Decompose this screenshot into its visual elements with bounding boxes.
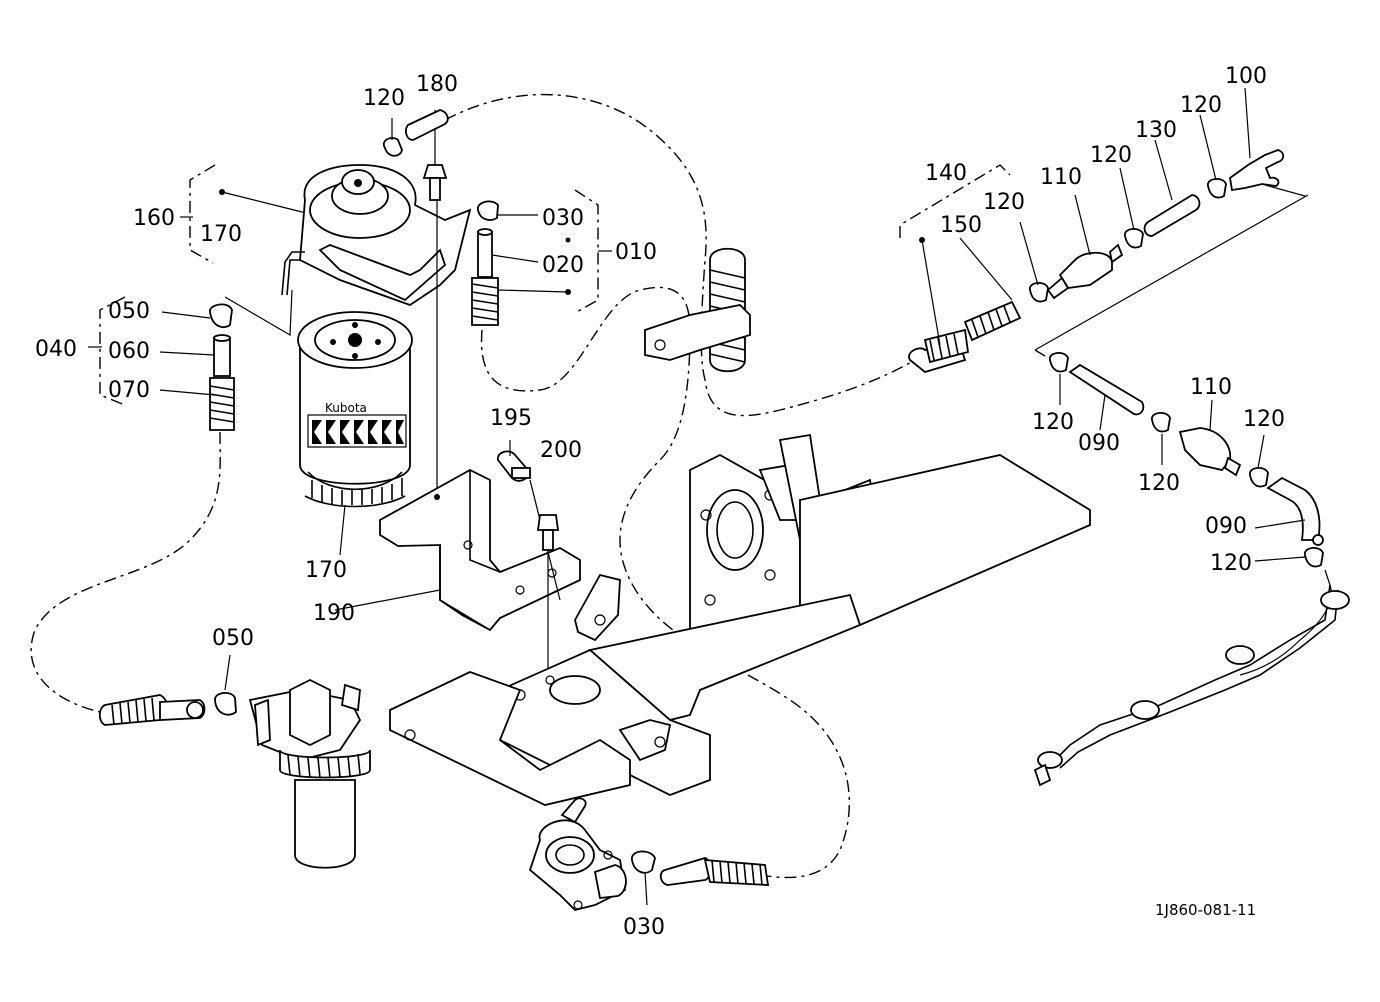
callout-090-a: 090 bbox=[1078, 431, 1120, 456]
callout-150: 150 bbox=[940, 213, 982, 238]
feed-pump bbox=[528, 797, 770, 911]
callout-110-a: 110 bbox=[1040, 165, 1082, 190]
top-hose-clamps bbox=[382, 109, 569, 326]
callout-140: 140 bbox=[925, 161, 967, 186]
callout-060: 060 bbox=[108, 339, 150, 364]
water-separator bbox=[98, 654, 371, 869]
callout-120-d: 120 bbox=[1032, 410, 1074, 435]
right-hose-140 bbox=[908, 87, 1285, 373]
bracket-190 bbox=[334, 440, 621, 680]
callout-040: 040 bbox=[35, 337, 77, 362]
chassis-frame bbox=[389, 433, 1091, 806]
callout-120-top-left: 120 bbox=[363, 86, 405, 111]
callout-170-b: 170 bbox=[305, 558, 347, 583]
hose-support-bracket bbox=[644, 247, 751, 373]
left-hose-group-040 bbox=[159, 303, 235, 431]
callout-030-bottom: 030 bbox=[623, 915, 665, 940]
callout-120-e: 120 bbox=[1138, 471, 1180, 496]
callout-020: 020 bbox=[542, 253, 584, 278]
filter-brand-text: Kubota bbox=[325, 401, 367, 415]
callout-110-b: 110 bbox=[1190, 375, 1232, 400]
group-brackets bbox=[88, 164, 1309, 406]
callout-120-b: 120 bbox=[1090, 143, 1132, 168]
callout-180: 180 bbox=[416, 72, 458, 97]
callout-200: 200 bbox=[540, 438, 582, 463]
callout-090-b: 090 bbox=[1205, 514, 1247, 539]
callout-120-c: 120 bbox=[1180, 93, 1222, 118]
right-lower-hoses bbox=[1033, 352, 1350, 787]
callout-130: 130 bbox=[1135, 118, 1177, 143]
callout-195: 195 bbox=[490, 406, 532, 431]
callout-070: 070 bbox=[108, 378, 150, 403]
callout-120-f: 120 bbox=[1243, 407, 1285, 432]
callout-labels: 010 020 030 030 040 050 050 060 070 090 … bbox=[35, 64, 1285, 940]
drawing-number: 1J860-081-11 bbox=[1155, 901, 1256, 919]
callout-050-bottom: 050 bbox=[212, 626, 254, 651]
callout-030-top: 030 bbox=[542, 206, 584, 231]
callout-170-a: 170 bbox=[200, 222, 242, 247]
callout-050-top: 050 bbox=[108, 299, 150, 324]
callout-010: 010 bbox=[615, 240, 657, 265]
callout-120-g: 120 bbox=[1210, 551, 1252, 576]
fuel-filter-assembly: Kubota bbox=[281, 110, 472, 556]
callout-160: 160 bbox=[133, 206, 175, 231]
callout-100: 100 bbox=[1225, 64, 1267, 89]
callout-120-a: 120 bbox=[983, 190, 1025, 215]
callout-190: 190 bbox=[313, 601, 355, 626]
